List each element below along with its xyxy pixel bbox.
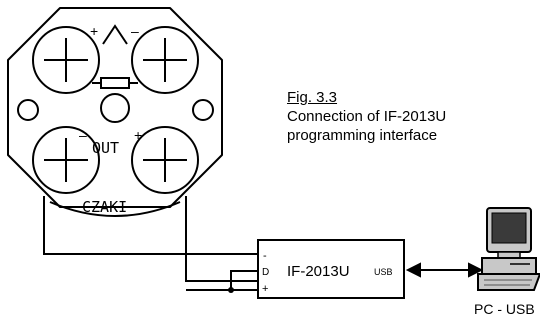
usb-label: USB	[374, 267, 393, 277]
usb-link-arrow	[405, 262, 484, 278]
center-hole	[100, 93, 130, 123]
pc-label: PC - USB	[474, 301, 535, 317]
pc-icon	[477, 207, 540, 291]
interface-box	[257, 239, 405, 299]
terminal-screw-top-right	[131, 26, 199, 94]
caption-line-1: Connection of IF-2013U	[287, 108, 447, 125]
pin-d-label: D	[262, 267, 269, 278]
mounting-hole-right	[192, 99, 214, 121]
pin-plus-label: +	[262, 283, 268, 295]
terminal-screw-bottom-right	[131, 126, 199, 194]
wire-plus-to-interface	[231, 280, 259, 291]
pin-minus-label: -	[263, 250, 267, 262]
out-label: OUT	[92, 139, 119, 157]
top-minus-label: –	[131, 23, 139, 39]
wire-plus	[185, 196, 240, 282]
wire-d-link	[230, 270, 258, 290]
caption-line-2: programming interface	[287, 127, 438, 144]
terminal-screw-bottom-left	[32, 126, 100, 194]
terminal-screw-top-left	[32, 26, 100, 94]
junction-dot	[228, 287, 234, 293]
out-minus-label: –	[79, 127, 87, 143]
figure-number: Fig. 3.3	[287, 89, 338, 106]
brand-label: CZAKI	[82, 198, 127, 216]
thermocouple-icon	[102, 24, 128, 45]
mounting-hole-left	[17, 99, 39, 121]
out-plus-label: +	[134, 127, 142, 143]
sensor-resistor-icon	[100, 77, 130, 89]
bottom-tab	[49, 201, 181, 217]
figure-caption: Fig. 3.3 Connection of IF-2013U programm…	[287, 88, 527, 145]
top-plus-label: +	[90, 23, 98, 39]
interface-name: IF-2013U	[287, 263, 350, 280]
